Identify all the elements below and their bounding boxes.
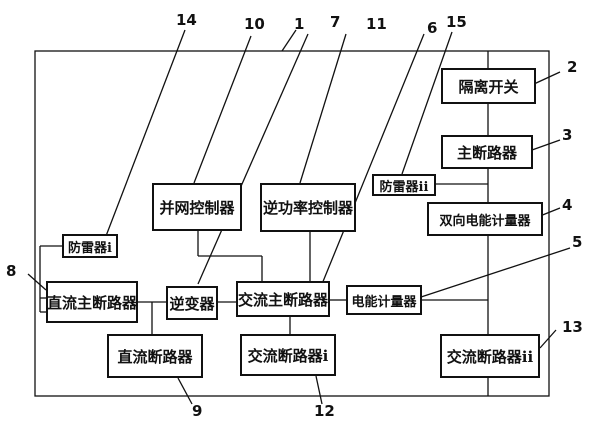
label-3: 3	[562, 126, 573, 144]
dc-breaker-box: 直流断路器	[107, 334, 203, 378]
label-5: 5	[572, 233, 583, 251]
label-6: 6	[427, 19, 438, 37]
surge-protector-1-box: 防雷器i	[62, 234, 118, 258]
label-4: 4	[562, 196, 573, 214]
energy-meter-box: 电能计量器	[346, 285, 422, 315]
label-14: 14	[176, 11, 197, 29]
ac-main-breaker-box: 交流主断路器	[236, 281, 330, 317]
label-9: 9	[192, 402, 203, 420]
label-8: 8	[6, 262, 17, 280]
main-breaker-box: 主断路器	[441, 135, 533, 169]
label-15: 15	[446, 13, 467, 31]
bidirectional-meter-box: 双向电能计量器	[427, 202, 543, 236]
inverter-box: 逆变器	[166, 286, 218, 320]
ac-breaker-2-box: 交流断路器ii	[440, 334, 540, 378]
surge-protector-2-box: 防雷器ii	[372, 174, 436, 196]
label-2: 2	[567, 58, 578, 76]
outer-frame	[34, 50, 550, 397]
reverse-power-controller-box: 逆功率控制器	[260, 183, 356, 232]
label-13: 13	[562, 318, 583, 336]
dc-main-breaker-box: 直流主断路器	[46, 281, 138, 323]
label-10: 10	[244, 15, 265, 33]
label-12: 12	[314, 402, 335, 420]
label-1: 1	[294, 15, 305, 33]
label-7: 7	[330, 13, 341, 31]
ac-breaker-1-box: 交流断路器i	[240, 334, 336, 376]
isolation-switch-box: 隔离开关	[441, 68, 536, 104]
grid-controller-box: 并网控制器	[152, 183, 242, 231]
label-11: 11	[366, 15, 387, 33]
